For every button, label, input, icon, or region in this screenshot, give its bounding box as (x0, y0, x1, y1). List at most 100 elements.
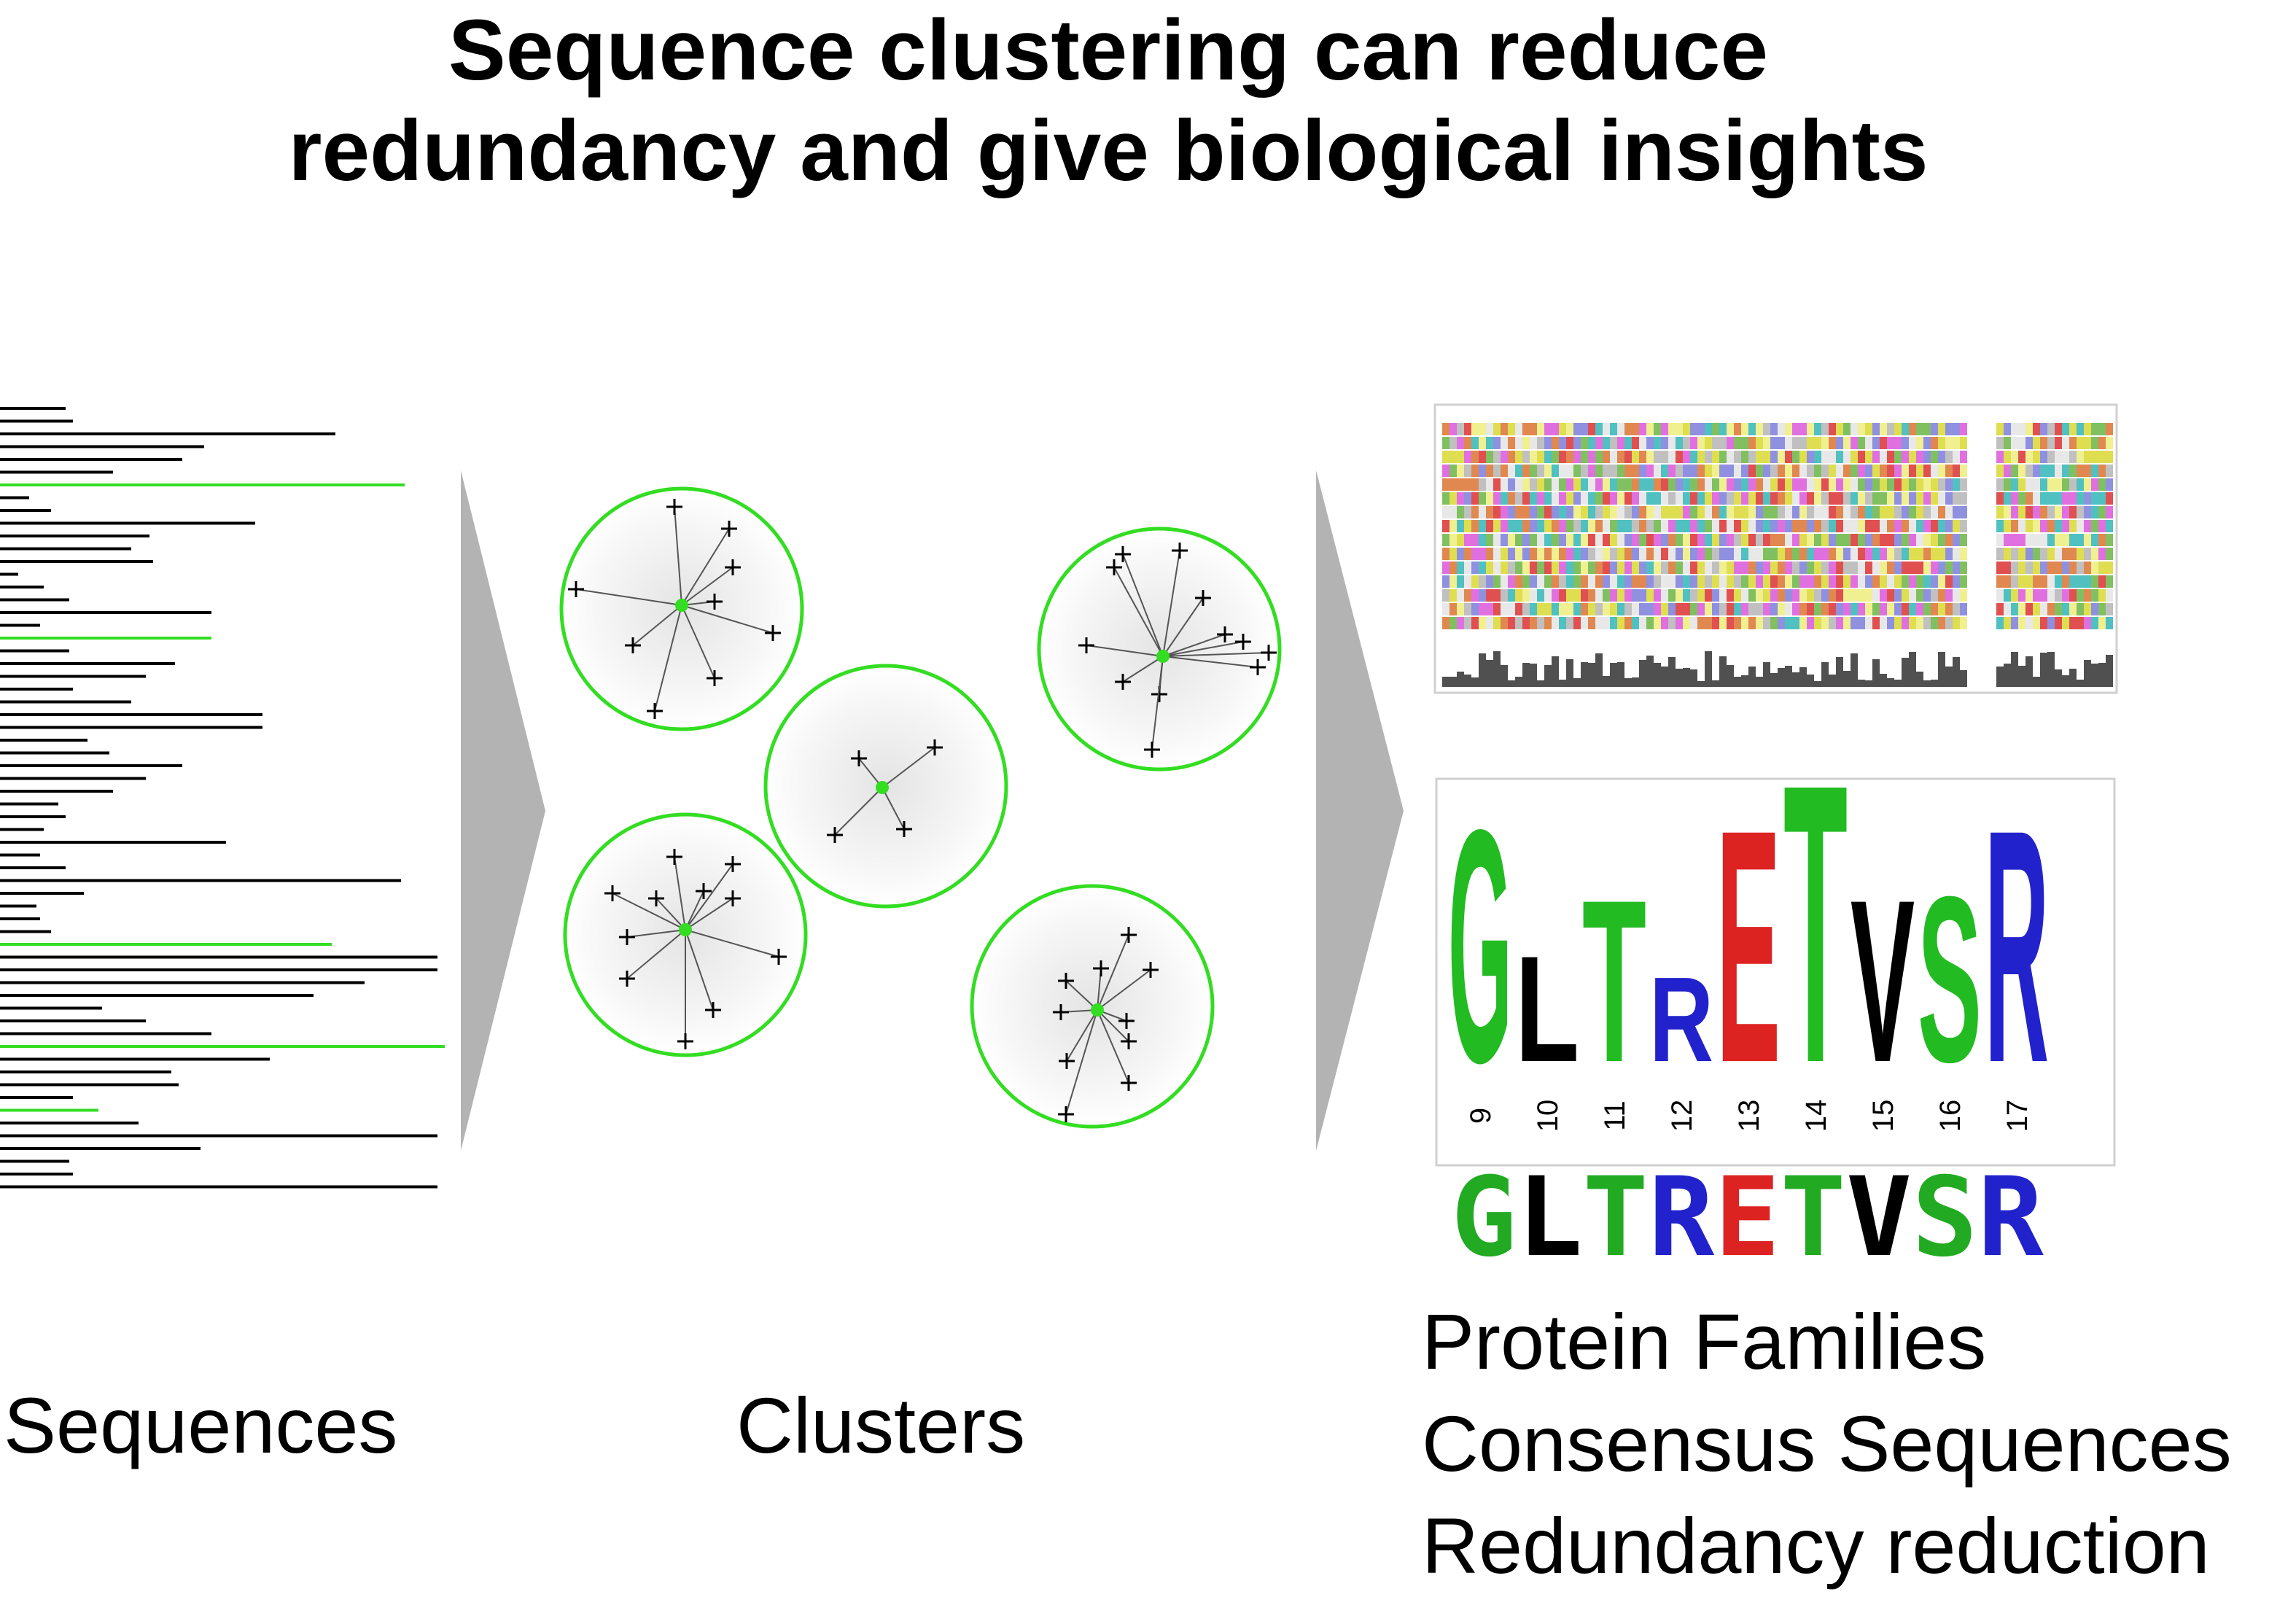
alignment-cell (1676, 562, 1683, 574)
alignment-cell (1661, 589, 1668, 602)
alignment-cell (1829, 617, 1836, 629)
alignment-cell (1829, 603, 1836, 615)
alignment-cell (2084, 492, 2091, 505)
conservation-bar (1530, 664, 1537, 687)
alignment-cell (1617, 437, 1624, 449)
alignment-cell (2025, 534, 2033, 546)
cluster-group (559, 486, 1282, 1129)
conservation-bar (1464, 675, 1471, 687)
alignment-cell (1522, 506, 1530, 518)
alignment-cell (1595, 465, 1603, 477)
conservation-bar (1778, 668, 1785, 687)
alignment-cell (1865, 520, 1872, 532)
conservation-bar (1727, 665, 1734, 687)
alignment-cell (1603, 465, 1610, 477)
alignment-cell (1624, 534, 1632, 546)
member-edge (882, 787, 905, 830)
alignment-cell (1843, 520, 1851, 532)
alignment-cell (1887, 562, 1894, 574)
alignment-cell (1559, 548, 1566, 560)
alignment-cell (1654, 423, 1661, 435)
alignment-cell (1719, 465, 1727, 477)
alignment-cell (1799, 534, 1807, 546)
alignment-cell (2018, 506, 2025, 518)
alignment-cell (1872, 520, 1880, 532)
alignment-cell (2033, 423, 2040, 435)
alignment-cell (1785, 423, 1792, 435)
alignment-cell (1493, 534, 1501, 546)
alignment-cell (1894, 562, 1902, 574)
alignment-cell (1697, 534, 1705, 546)
alignment-cell (1851, 478, 1858, 491)
alignment-cell (1544, 437, 1552, 449)
member-edge (1162, 641, 1244, 657)
title-line-1: Sequence clustering can reduce (448, 2, 1768, 98)
alignment-cell (1515, 603, 1522, 615)
alignment-cell (2091, 575, 2098, 588)
alignment-cell (2098, 451, 2106, 463)
alignment-cell (1624, 492, 1632, 505)
alignment-cell (1603, 575, 1610, 588)
alignment-cell (1486, 589, 1493, 602)
alignment-cell (1705, 575, 1712, 588)
alignment-cell (2069, 534, 2077, 546)
alignment-cell (1996, 534, 2004, 546)
alignment-cell (1617, 575, 1624, 588)
alignment-cell (1923, 465, 1931, 477)
alignment-cell (2011, 506, 2018, 518)
alignment-cell (1457, 520, 1464, 532)
alignment-cell (1712, 492, 1719, 505)
alignment-cell (1938, 478, 1945, 491)
alignment-cell (1763, 575, 1770, 588)
alignment-cell (1552, 520, 1559, 532)
alignment-cell (1464, 506, 1471, 518)
logo-position-label: 16 (1934, 1100, 1966, 1132)
alignment-cell (1748, 617, 1756, 629)
alignment-cell (1624, 451, 1632, 463)
alignment-cell (1807, 506, 1814, 518)
alignment-cell (1741, 478, 1748, 491)
alignment-cell (1938, 548, 1945, 560)
member-point-icon (827, 827, 843, 843)
alignment-cell (2084, 478, 2091, 491)
alignment-cell (2047, 534, 2055, 546)
alignment-cell (1778, 534, 1785, 546)
alignment-cell (1807, 423, 1814, 435)
member-point-icon (1121, 1075, 1137, 1091)
alignment-cell (1821, 575, 1829, 588)
alignment-cell (1821, 589, 1829, 602)
alignment-cell (1938, 506, 1945, 518)
alignment-cell (1931, 603, 1938, 615)
alignment-cell (1661, 506, 1668, 518)
alignment-cell (1595, 478, 1603, 491)
arrow-sequences-to-clusters (461, 470, 545, 1151)
alignment-cell (1661, 437, 1668, 449)
alignment-cell (1872, 575, 1880, 588)
logo-position-label: 14 (1800, 1100, 1832, 1132)
alignment-cell (1442, 520, 1449, 532)
alignment-cell (1829, 465, 1836, 477)
alignment-cell (1785, 589, 1792, 602)
alignment-cell (1960, 437, 1967, 449)
alignment-cell (1814, 492, 1821, 505)
alignment-cell (1851, 506, 1858, 518)
conservation-bar (1902, 658, 1909, 687)
alignment-cell (1756, 617, 1763, 629)
alignment-cell (1697, 617, 1705, 629)
conservation-bar (1501, 665, 1508, 687)
alignment-cell (1829, 589, 1836, 602)
alignment-cell (1785, 534, 1792, 546)
alignment-cell (1741, 617, 1748, 629)
alignment-cell (2055, 589, 2062, 602)
alignment-cell (1442, 465, 1449, 477)
conservation-bar (1763, 662, 1770, 687)
alignment-cell (1960, 451, 1967, 463)
alignment-cell (1807, 534, 1814, 546)
conservation-bar (1595, 653, 1603, 687)
alignment-cell (1486, 603, 1493, 615)
alignment-cell (1457, 437, 1464, 449)
alignment-cell (1552, 478, 1559, 491)
alignment-cell (1668, 589, 1676, 602)
consensus-letter: R (1648, 1154, 1715, 1281)
alignment-cell (1938, 617, 1945, 629)
